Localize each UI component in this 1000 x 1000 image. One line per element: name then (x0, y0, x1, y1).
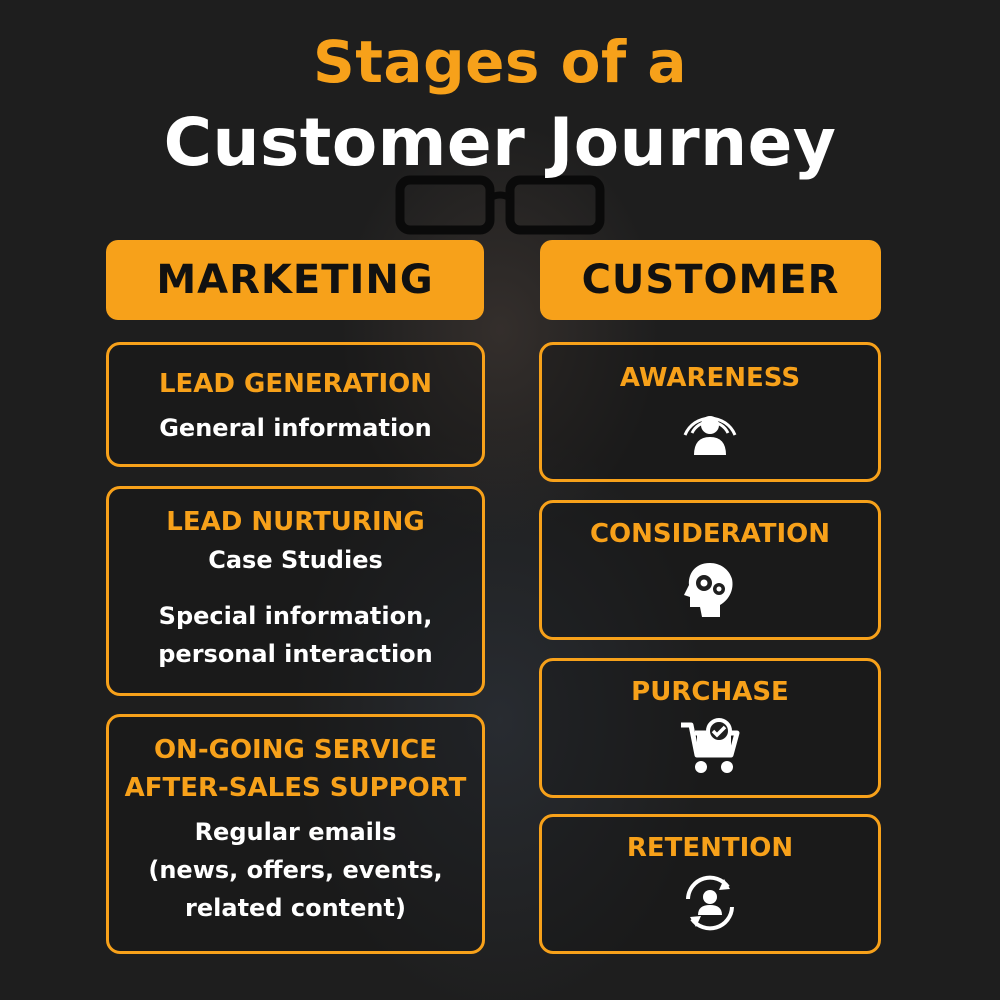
awareness-card: AWARENESS (539, 342, 881, 482)
purchase-card: PURCHASE (539, 658, 881, 798)
consideration-card: CONSIDERATION (539, 500, 881, 640)
glasses-graphic (395, 175, 605, 235)
marketing-header: MARKETING (106, 240, 484, 320)
ongoing-service-text-3: related content) (185, 894, 406, 922)
head-gears-icon (684, 563, 733, 617)
lead-generation-card: LEAD GENERATION General information (106, 342, 485, 467)
consideration-title: CONSIDERATION (589, 519, 831, 549)
shopping-cart-check-icon (681, 718, 740, 773)
lead-nurturing-text-2: Special information, (158, 602, 433, 630)
awareness-title: AWARENESS (619, 363, 801, 393)
retention-title: RETENTION (626, 833, 794, 863)
lead-nurturing-card: LEAD NURTURING Case Studies Special info… (106, 486, 485, 696)
person-cycle-icon (686, 875, 734, 931)
title-line-2: Customer Journey (163, 104, 837, 181)
ongoing-service-title-2: AFTER-SALES SUPPORT (124, 773, 467, 803)
title-line-1: Stages of a (312, 28, 688, 96)
lead-nurturing-text-1: Case Studies (208, 546, 383, 574)
ongoing-service-text-1: Regular emails (194, 818, 397, 846)
ongoing-service-text-2: (news, offers, events, (148, 856, 443, 884)
lead-nurturing-text-3: personal interaction (158, 640, 433, 668)
customer-header: CUSTOMER (540, 240, 881, 320)
lead-generation-title: LEAD GENERATION (158, 369, 433, 399)
retention-card: RETENTION (539, 814, 881, 954)
ongoing-service-card: ON-GOING SERVICE AFTER-SALES SUPPORT Reg… (106, 714, 485, 954)
purchase-title: PURCHASE (631, 677, 789, 707)
lead-nurturing-title: LEAD NURTURING (166, 507, 425, 537)
lead-generation-text: General information (159, 414, 432, 442)
ongoing-service-title-1: ON-GOING SERVICE (153, 735, 438, 765)
awareness-icon (683, 416, 737, 455)
